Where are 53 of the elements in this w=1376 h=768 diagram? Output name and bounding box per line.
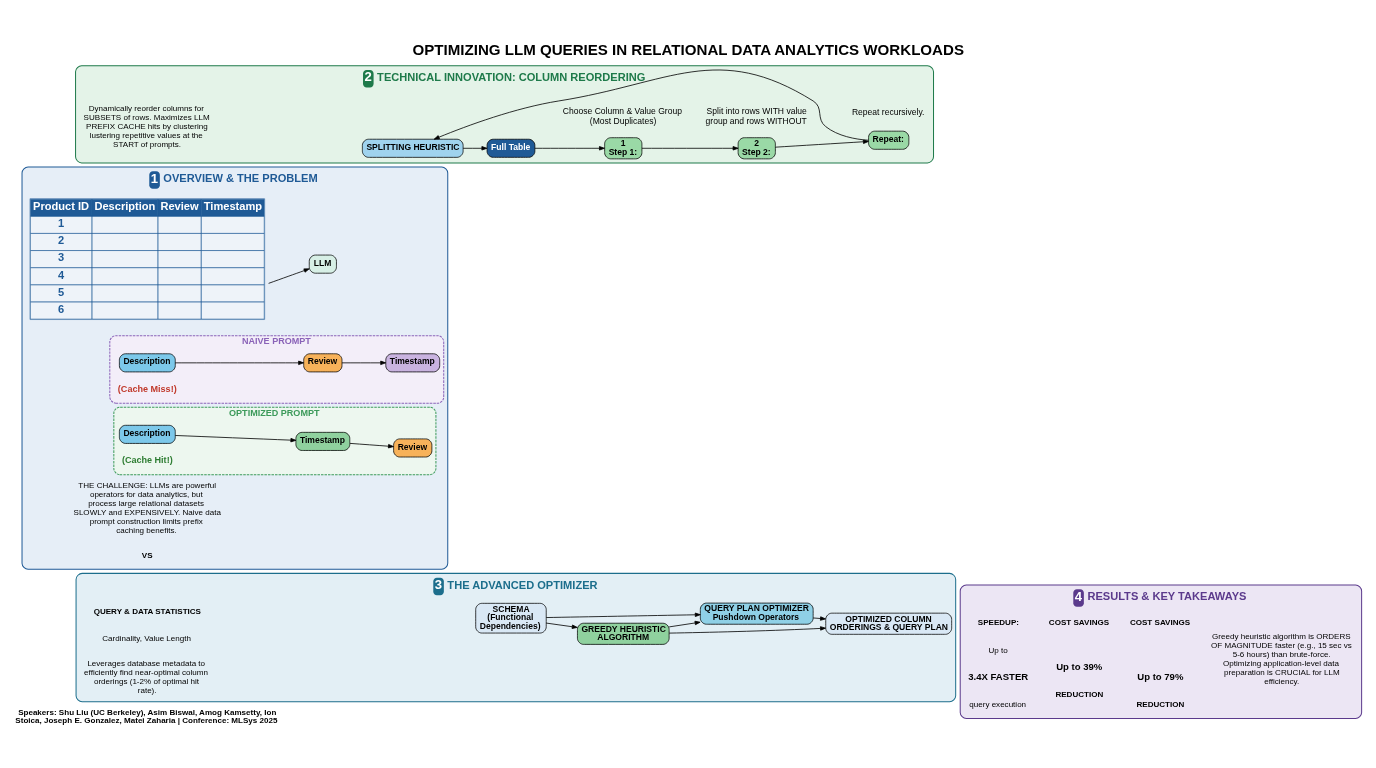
diagram-title: OPTIMIZING LLM QUERIES IN RELATIONAL DATA ANALYTICS WORKLOADS <box>412 40 964 58</box>
node-box: Repeat: <box>867 130 909 150</box>
node-box: GREEDY HEURISTIC ALGORITHM <box>576 622 669 645</box>
arrow <box>174 435 296 443</box>
label: Up to <box>987 645 1008 655</box>
node-label: Split into rows WITH value group and rows WITHOUT <box>705 106 807 126</box>
arrow <box>433 69 869 141</box>
arrow <box>534 146 605 151</box>
label: 3.4X FASTER <box>967 670 1028 682</box>
arrow <box>462 146 487 151</box>
node-box: OPTIMIZED COLUMN ORDERINGS & QUERY PLAN <box>824 612 952 635</box>
node-box: Full Table <box>486 138 535 158</box>
label: Greedy heuristic algorithm is ORDERS OF MAGNITUDE faster (e.g., 15 sec vs 5-6 hours) than brute-force. Optimizing application-level data preparation is CRUCIAL for LLM efficiency. <box>1210 631 1352 687</box>
label: SPEEDUP: <box>977 618 1019 628</box>
node-box: LLM <box>308 254 337 274</box>
node-box: Description <box>118 353 176 373</box>
arrow <box>267 268 310 284</box>
arrow <box>668 626 826 634</box>
arrow <box>349 442 394 449</box>
arrow <box>774 139 869 148</box>
node-box: Timestamp <box>295 431 350 451</box>
label: Leverages database metadata to efficiently find near-optimal column orderings (1-2% of optimal hit rate). <box>83 658 208 696</box>
node-label: Choose Column & Value Group (Most Duplicates) <box>562 106 682 126</box>
node-box: SCHEMA (Functional Dependencies) <box>474 602 547 634</box>
node-box: Description <box>118 424 176 444</box>
node-box: QUERY PLAN OPTIMIZER Pushdown Operators <box>699 602 814 625</box>
label: Up to 39% <box>1055 660 1102 672</box>
label: query execution <box>968 700 1026 710</box>
node-label: Repeat recursively. <box>851 107 924 118</box>
label: QUERY & DATA STATISTICS <box>93 606 201 616</box>
node-box: SPLITTING HEURISTIC <box>361 138 463 158</box>
label: REDUCTION <box>1054 689 1103 699</box>
label: VS <box>141 550 153 560</box>
arrow <box>668 620 701 628</box>
node-box: Timestamp <box>384 353 440 373</box>
arrow <box>174 360 304 365</box>
label: REDUCTION <box>1136 699 1184 709</box>
arrow <box>812 616 826 621</box>
label: Up to 79% <box>1136 670 1183 682</box>
arrow <box>545 622 578 629</box>
node-box: Review <box>302 353 342 373</box>
node-box: Review <box>392 438 432 458</box>
label: COST SAVINGS <box>1129 618 1190 628</box>
label: Dynamically reorder columns for SUBSETS of rows. Maximizes LLM PREFIX CACHE hits by clustering lustering repetitive values at the START of prompts. <box>83 103 210 150</box>
arrow <box>341 360 386 365</box>
node-box: 1 Step 1: <box>603 137 642 160</box>
arrow <box>641 146 738 151</box>
arrow <box>545 612 701 618</box>
label: THE CHALLENGE: LLMs are powerful operators for data analytics, but process large relational datasets SLOWLY and EXPENSIVELY. Naive data prompt construction limits prefix caching benefits. <box>73 481 221 536</box>
label: Cardinality, Value Length <box>101 634 191 644</box>
node-box: 2 Step 2: <box>737 137 776 160</box>
label: Speakers: Shu Liu (UC Berkeley), Asim Biswal, Amog Kamsetty, Ion Stoica, Joseph E. Gonzalez, Matei Zaharia | Conference: MLSys 2025 <box>14 707 277 725</box>
label: COST SAVINGS <box>1048 618 1109 628</box>
